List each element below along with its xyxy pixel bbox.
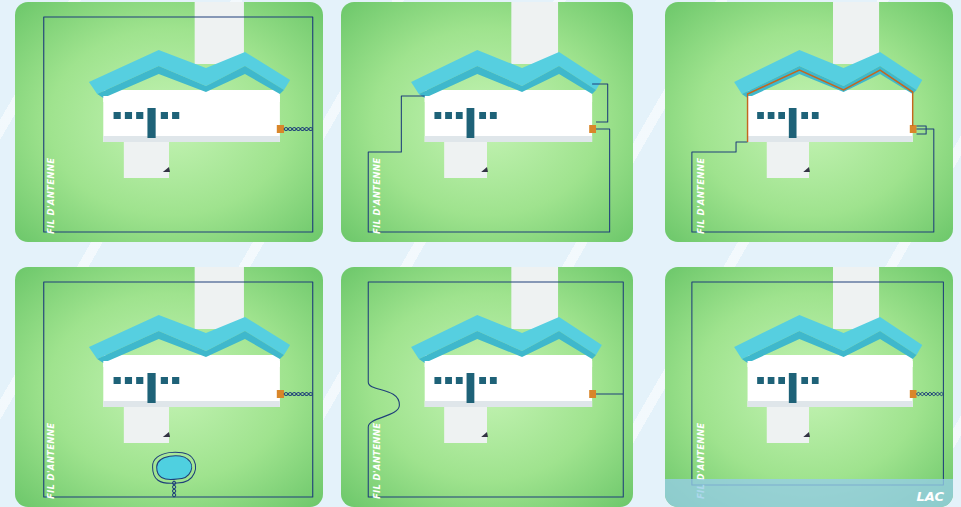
garden-illustration <box>341 2 633 242</box>
garden-illustration <box>15 2 323 242</box>
lawn-panel: FIL D'ANTENNE <box>341 267 633 507</box>
lawn-panel: FIL D'ANTENNE <box>15 267 323 507</box>
wire-label: FIL D'ANTENNE <box>46 158 56 234</box>
garden-illustration <box>341 267 633 507</box>
wire-label: FIL D'ANTENNE <box>46 423 56 499</box>
garden-illustration <box>665 267 953 507</box>
lawn-panel: FIL D'ANTENNE <box>665 2 953 242</box>
garden-illustration <box>15 267 323 507</box>
lake-label: LAC <box>917 489 945 504</box>
wire-label: FIL D'ANTENNE <box>696 158 706 234</box>
wire-label: FIL D'ANTENNE <box>372 423 382 499</box>
garden-illustration <box>665 2 953 242</box>
lawn-panel: FIL D'ANTENNE <box>341 2 633 242</box>
wire-label: FIL D'ANTENNE <box>372 158 382 234</box>
lawn-panel: FIL D'ANTENNELAC <box>665 267 953 507</box>
lawn-panel: FIL D'ANTENNE <box>15 2 323 242</box>
lake-band: LAC <box>665 479 953 507</box>
